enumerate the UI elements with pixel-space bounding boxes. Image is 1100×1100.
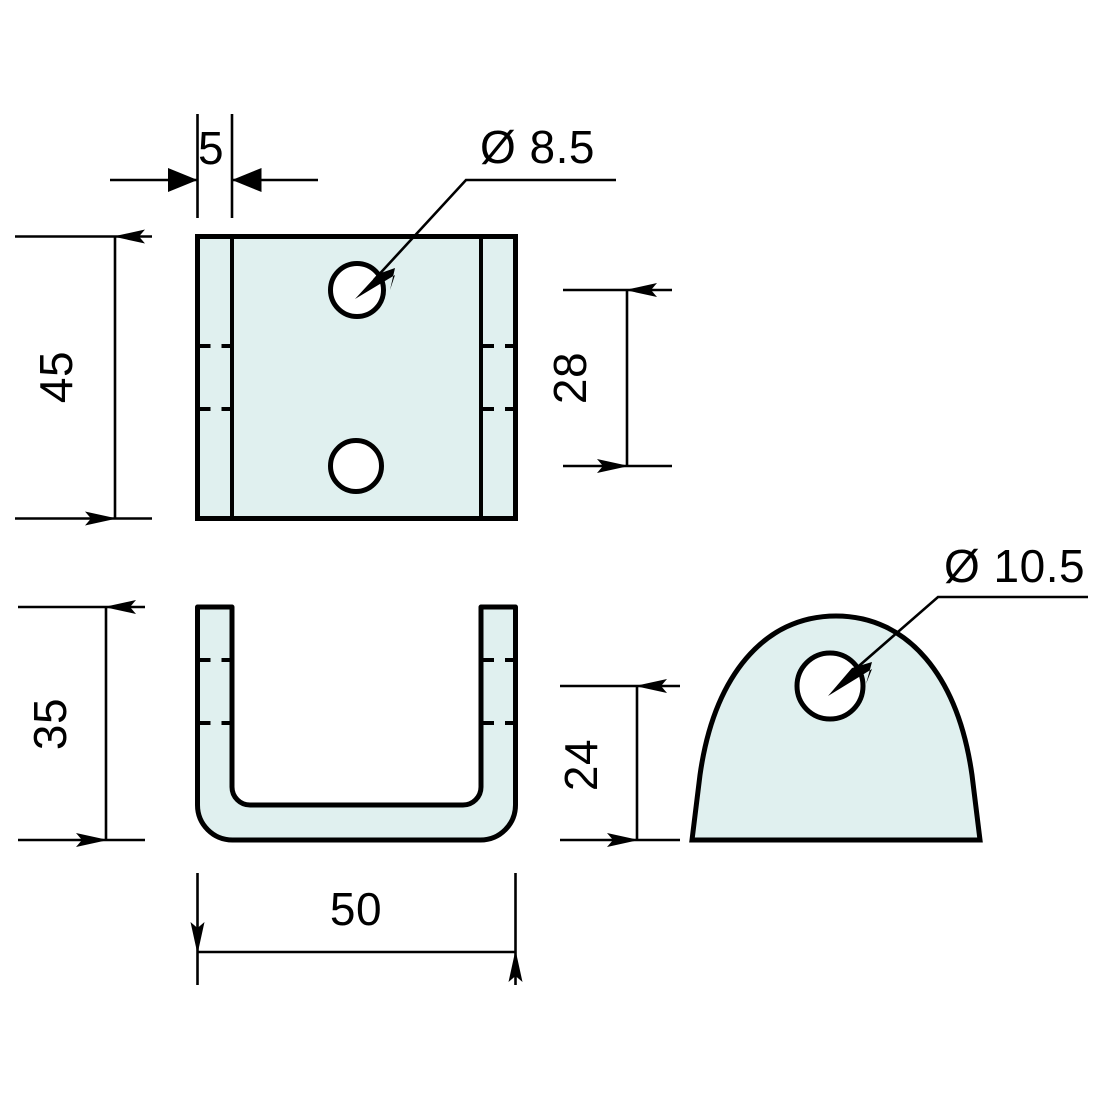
flange-thickness-value: 5 — [198, 122, 224, 174]
hole-to-edge-value: 28 — [544, 352, 596, 404]
flange-thickness-arrow-left — [168, 168, 198, 192]
arch-hole-height-dimension: 24 — [555, 679, 680, 847]
overall-height-dimension: 45 — [15, 229, 152, 526]
arch-view-body — [689, 613, 983, 843]
hole-lower — [328, 438, 384, 494]
large-hole-leader-arrow — [828, 662, 872, 696]
small-hole-leader-arrow — [355, 268, 395, 299]
overall-width-dimension: 50 — [190, 873, 523, 985]
large-hole-diameter-callout: Ø 10.5 — [828, 540, 1088, 696]
channel-height-dimension: 35 — [18, 600, 145, 847]
arch-hole-height-value: 24 — [555, 739, 607, 791]
flange-thickness-arrow-right — [232, 168, 262, 192]
u-channel-body — [195, 604, 518, 843]
u-channel-view — [195, 604, 518, 843]
large-hole-leader-line — [851, 595, 1088, 673]
small-hole-diameter-value: Ø 8.5 — [480, 121, 595, 173]
overall-width-value: 50 — [330, 883, 382, 935]
large-hole-diameter-value: Ø 10.5 — [944, 540, 1085, 592]
small-hole-leader-line — [373, 178, 616, 281]
flange-thickness-dimension: 5 — [110, 114, 318, 218]
hole-arch — [794, 650, 866, 722]
channel-height-value: 35 — [24, 698, 76, 750]
hole-upper — [328, 261, 386, 319]
overall-height-value: 45 — [30, 351, 82, 403]
arch-view — [689, 613, 983, 843]
small-hole-diameter-callout: Ø 8.5 — [355, 121, 616, 299]
hole-to-edge-dimension: 28 — [544, 283, 672, 473]
front-view — [195, 234, 518, 521]
